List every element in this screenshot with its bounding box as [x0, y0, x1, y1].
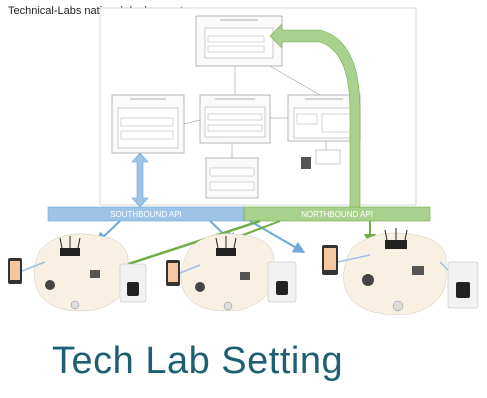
caption: Tech Lab Setting: [52, 340, 344, 382]
watch-icon: [195, 282, 205, 292]
lab-site-1: [8, 233, 147, 312]
lower-server-node: [205, 157, 259, 199]
center-server-node: [199, 94, 271, 144]
watch-icon: [45, 280, 55, 290]
scale-icon: [276, 281, 288, 295]
southbound-api-label: SOUTHBOUND API: [110, 210, 182, 219]
scale-icon: [127, 282, 139, 296]
router-icon: [385, 240, 407, 249]
northbound-api-label: NORTHBOUND API: [301, 210, 373, 219]
connector-lines: [183, 65, 327, 158]
northbound-uplink-arrow: [269, 23, 361, 211]
sensor-icon: [412, 266, 424, 275]
scale-icon: [456, 282, 470, 298]
router-icon: [216, 248, 236, 256]
lab-site-2: [166, 233, 297, 312]
northbound-api-band: [243, 206, 431, 222]
router-icon: [60, 248, 80, 256]
sensor-icon: [240, 272, 250, 280]
left-server-node: [111, 94, 185, 154]
top-server-node: [195, 15, 283, 67]
mobile-app-node: [301, 149, 341, 169]
watch-icon: [362, 274, 374, 286]
lab-site-3: [322, 228, 479, 315]
right-server-node: [287, 94, 361, 142]
sensor-icon: [90, 270, 100, 278]
